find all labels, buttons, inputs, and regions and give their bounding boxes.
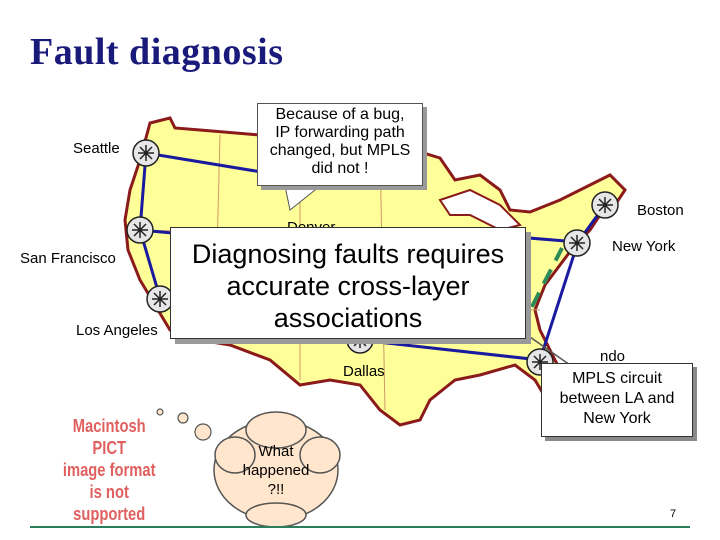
bug-callout-line: did not ! xyxy=(311,160,369,177)
mpls-callout-line: between LA and xyxy=(559,390,675,407)
pict-placeholder-line: image format xyxy=(62,460,156,480)
main-message-line: accurate cross-layer xyxy=(226,271,470,301)
city-label-san-francisco: San Francisco xyxy=(20,250,116,267)
main-message-line: associations xyxy=(273,303,423,333)
city-label-boston: Boston xyxy=(637,202,684,219)
city-label-new-york: New York xyxy=(612,238,676,255)
router-icon xyxy=(126,216,154,244)
bug-callout-line: changed, but MPLS xyxy=(269,142,411,159)
city-label-seattle: Seattle xyxy=(73,140,120,157)
router-icon xyxy=(146,285,174,313)
mpls-callout-line: MPLS circuit xyxy=(572,370,662,387)
main-message-line: Diagnosing faults requires xyxy=(191,239,505,269)
slide-title: Fault diagnosis xyxy=(30,31,284,73)
main-message-box: Diagnosing faults requires accurate cros… xyxy=(170,227,526,339)
page-number: 7 xyxy=(670,508,677,520)
footer-divider xyxy=(30,526,690,528)
bug-callout-line: IP forwarding path xyxy=(275,124,405,141)
cloud-text-line: What xyxy=(258,443,294,460)
cloud-text-line: ?!! xyxy=(267,481,285,498)
pict-placeholder-line: Macintosh PICT xyxy=(72,416,146,458)
bug-callout-line: Because of a bug, xyxy=(275,106,405,123)
router-icon xyxy=(132,139,160,167)
router-icon xyxy=(563,229,591,257)
city-label-orlando: ndo xyxy=(600,348,626,365)
cloud-bubbles xyxy=(156,408,212,441)
router-icon xyxy=(591,191,619,219)
mpls-callout-line: New York xyxy=(583,410,651,427)
pict-placeholder-line: is not supported xyxy=(73,482,146,524)
question-cloud-text: What happened ?!! xyxy=(226,442,326,499)
question-cloud xyxy=(213,411,341,528)
bug-callout: Because of a bug, IP forwarding path cha… xyxy=(257,103,423,186)
city-label-dallas: Dallas xyxy=(343,363,385,380)
cloud-text-line: happened xyxy=(242,462,310,479)
city-label-los-angeles: Los Angeles xyxy=(76,322,158,339)
mpls-callout: MPLS circuit between LA and New York xyxy=(541,363,693,437)
pict-placeholder: Macintosh PICT image format is not suppo… xyxy=(60,415,158,525)
bug-callout-tail xyxy=(284,185,322,211)
mpls-pointer xyxy=(519,329,571,366)
mpls-path xyxy=(518,247,564,331)
